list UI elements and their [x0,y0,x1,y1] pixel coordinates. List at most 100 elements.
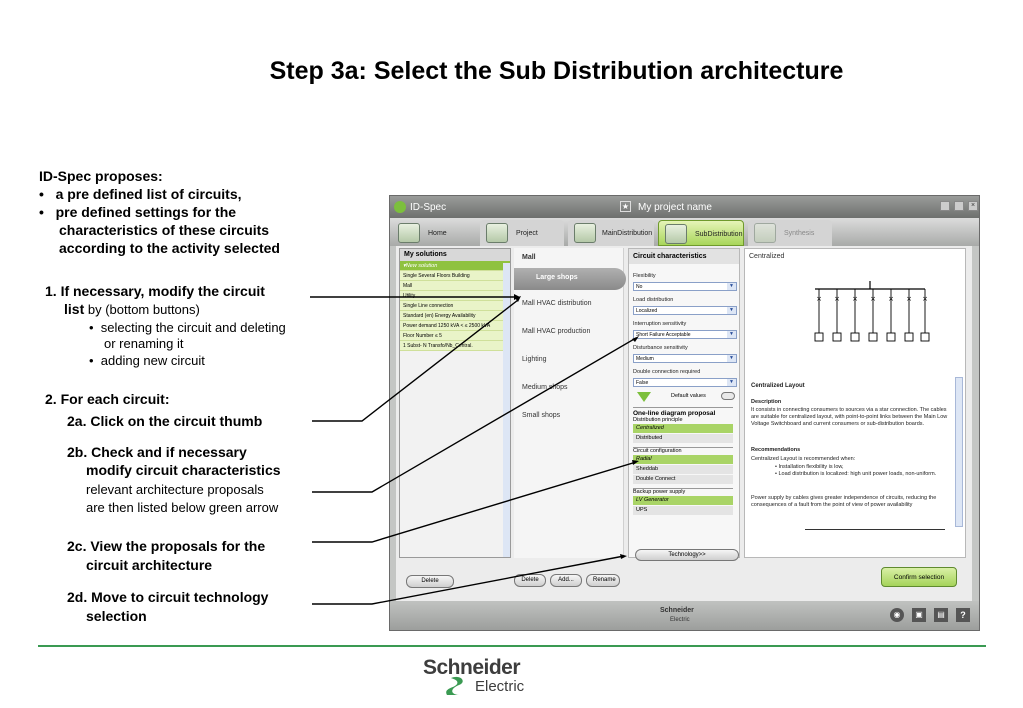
option-double-connect[interactable]: Double Connect [633,475,733,484]
step1-sub-1: • selecting the circuit and deleting [89,320,286,335]
circuit-add-button[interactable]: Add... [550,574,582,587]
interruption-select[interactable]: Short Failure Acceptable▼ [633,330,737,339]
solution-row[interactable]: Floor Number ≤ 5 [400,331,510,341]
tab-synthesis[interactable]: Synthesis [748,220,832,246]
group-label: Distribution principle [633,417,683,423]
app-titlebar: ID-Spec ★ My project name × [390,196,979,218]
svg-text:×: × [888,295,894,303]
circuit-item[interactable]: Mall HVAC production [522,328,591,335]
footer-brand-top: Schneider [423,656,521,679]
circuit-item[interactable]: Medium shops [522,384,568,391]
solution-row[interactable]: Utility [400,291,510,301]
tab-project[interactable]: Project [480,220,564,246]
solution-selected[interactable]: ▾New solution [400,261,510,271]
solution-row[interactable]: Power demand 1250 kVA < ≤ 2500 kVA [400,321,510,331]
home-icon [398,223,420,243]
rec-item-1: • Installation flexibility is low, [775,464,844,470]
app-logo-icon [394,201,406,213]
step2b-2: modify circuit characteristics [86,462,281,478]
chevron-down-icon: ▼ [727,307,736,314]
close-icon[interactable]: × [968,201,978,211]
field-label: Double connection required [633,369,701,375]
print-icon[interactable]: ▤ [934,608,948,622]
field-label: Interruption sensitivity [633,321,687,327]
option-radial[interactable]: Radial [633,455,733,464]
app-window: ID-Spec ★ My project name × Home Project… [389,195,980,631]
intro-bullets: • a pre defined list of circuits, • pre … [39,185,329,257]
tab-maindistribution-label: MainDistribution [602,230,653,237]
tab-subdistribution[interactable]: SubDistribution [658,220,744,246]
option-sheddab[interactable]: Sheddab [633,465,733,474]
circuit-selected[interactable]: Large shops [514,268,626,290]
recommendations-outro: Power supply by cables gives greater ind… [751,495,937,508]
rec-item-2: • Load distribution is localized: high u… [775,471,937,477]
save-icon[interactable]: ▣ [912,608,926,622]
circuit-rename-button[interactable]: Rename [586,574,620,587]
load-distribution-value: Localized [636,308,658,314]
solutions-scrollbar[interactable] [503,263,510,557]
solution-delete-button[interactable]: Delete [406,575,454,588]
default-values-label: Default values [671,393,706,399]
solution-row[interactable]: Single Line connection [400,301,510,311]
minimize-icon[interactable] [940,201,950,211]
document-icon [754,223,776,243]
recommendations-intro: Centralized Layout is recommended when: [751,456,856,462]
proposal-box: One-line diagram proposal Distribution p… [633,407,733,515]
characteristics-panel: Circuit characteristics Flexibility No▼ … [628,248,740,561]
flexibility-select[interactable]: No▼ [633,282,737,291]
svg-text:×: × [922,295,928,303]
footer-brand-bottom: Electric [475,678,525,695]
solution-row[interactable]: Mall [400,281,510,291]
tab-maindistribution[interactable]: MainDistribution [568,220,654,246]
option-centralized[interactable]: Centralized [633,424,733,433]
project-name: My project name [638,202,712,213]
description-heading: Description [751,399,782,405]
disturbance-value: Medium [636,356,654,362]
step1-sub-1-cont: or renaming it [104,336,184,351]
option-lv-generator[interactable]: LV Generator [633,496,733,505]
circuit-list-panel: Mall Large shops Mall HVAC distribution … [514,248,626,587]
intro-bullet-1: a pre defined list of circuits, [55,186,242,202]
solution-row[interactable]: 1 Subst- N Transfo/Nb_Central. [400,341,510,351]
green-arrow-icon [637,392,651,402]
step1-line2: list by (bottom buttons) [64,300,200,319]
layout-title: Centralized Layout [751,383,805,389]
app-tabbar: Home Project MainDistribution SubDistrib… [390,218,979,246]
step2b-1: 2b. Check and if necessary [67,444,247,460]
technology-button[interactable]: Technology>> [635,549,739,561]
description-scrollbar[interactable] [955,377,963,527]
diagram-panel: Centralized ××××××× Centralized Layout D… [744,248,966,587]
group-label: Circuit configuration [633,447,733,454]
step2d-2: selection [86,608,147,624]
star-icon[interactable]: ★ [620,201,631,212]
circuit-item[interactable]: Mall HVAC distribution [522,300,592,307]
svg-text:×: × [852,295,858,303]
recommendations-heading: Recommendations [751,447,801,453]
solution-row[interactable]: Standard (en) Energy Availability [400,311,510,321]
solution-row[interactable]: Single Several Floors Building [400,271,510,281]
circuit-item[interactable]: Lighting [522,356,547,363]
subdistribution-icon [665,224,687,244]
load-distribution-select[interactable]: Localized ▼ [633,306,737,315]
maximize-icon[interactable] [954,201,964,211]
confirm-selection-button[interactable]: Confirm selection [881,567,957,587]
option-ups[interactable]: UPS [633,506,733,515]
disturbance-select[interactable]: Medium▼ [633,354,737,363]
option-distributed[interactable]: Distributed [633,434,733,443]
step1-list: list [64,301,85,317]
circuit-delete-button[interactable]: Delete [514,574,546,587]
bullet-dot: • [39,204,44,220]
default-values-button[interactable] [721,392,735,400]
step1-sub-2-text: adding new circuit [100,353,205,368]
circuit-item[interactable]: Small shops [522,412,561,419]
help-icon[interactable]: ? [956,608,970,622]
group-label: Backup power supply [633,488,733,495]
svg-text:×: × [906,295,912,303]
step2b-3: relevant architecture proposals [86,482,264,497]
double-connection-select[interactable]: False▼ [633,378,737,387]
view-icon[interactable]: ◉ [890,608,904,622]
folder-icon [486,223,508,243]
flexibility-value: No [636,284,643,290]
tab-home[interactable]: Home [392,220,474,246]
intro-bullet-2-cont: characteristics of these circuits [59,222,270,238]
